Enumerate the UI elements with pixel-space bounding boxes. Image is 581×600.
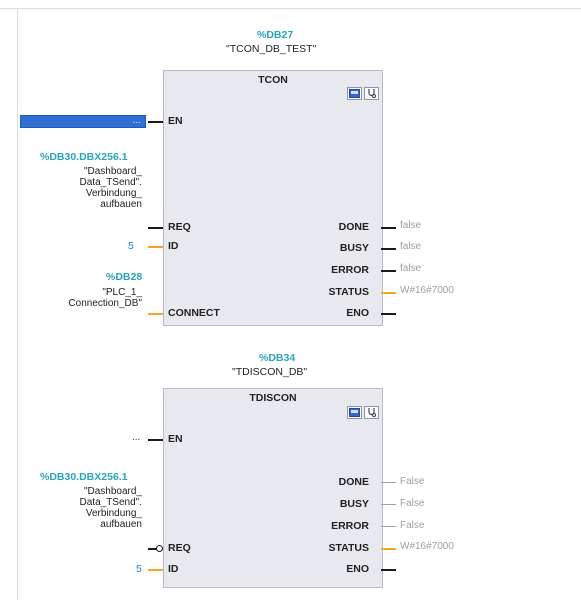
tcon-connect-label[interactable]: "PLC_1_ Connection_DB" (68, 287, 142, 309)
tdiscon-pin-busy: BUSY (339, 498, 369, 510)
tdiscon-done-value: False (400, 476, 425, 487)
tcon-pin-req: REQ (168, 221, 191, 233)
tcon-id-wire (148, 246, 163, 248)
configure-icon[interactable] (347, 87, 362, 100)
tcon-error-wire (381, 270, 396, 272)
tdiscon-pin-eno: ENO (346, 563, 369, 575)
tcon-block-icons (347, 87, 379, 100)
tcon-pin-busy: BUSY (339, 242, 369, 254)
tcon-pin-en: EN (168, 115, 183, 127)
tcon-block-title: TCON (258, 74, 288, 86)
tcon-pin-connect: CONNECT (168, 307, 220, 319)
negation-circle-icon (156, 545, 163, 552)
tcon-connect-wire (148, 313, 163, 315)
tcon-error-value: false (400, 263, 422, 274)
tcon-busy-wire (381, 248, 396, 250)
tcon-id-value[interactable]: 5 (128, 240, 134, 252)
tcon-pin-error: ERROR (331, 264, 369, 276)
tcon-db-name[interactable]: "TCON_DB_TEST" (226, 43, 317, 55)
tcon-status-value: W#16#7000 (400, 285, 454, 296)
tcon-pin-eno: ENO (346, 307, 369, 319)
tdiscon-status-value: W#16#7000 (400, 541, 454, 552)
tdiscon-block[interactable]: TDISCON (163, 388, 383, 588)
tcon-done-value: false (400, 220, 422, 231)
tdiscon-error-value: False (400, 520, 425, 531)
tdiscon-db-ref[interactable]: %DB34 (259, 352, 296, 364)
diagnostics-icon[interactable] (364, 406, 379, 419)
diagnostics-icon[interactable] (364, 87, 379, 100)
tdiscon-en-value[interactable]: ... (132, 432, 141, 443)
tdiscon-error-wire (381, 526, 396, 527)
tdiscon-block-title: TDISCON (249, 392, 297, 404)
tcon-en-wire (148, 121, 163, 123)
tdiscon-block-icons (347, 406, 379, 419)
tdiscon-id-wire (148, 569, 163, 571)
tdiscon-pin-id: ID (168, 563, 179, 575)
tcon-pin-status: STATUS (328, 286, 369, 298)
tcon-status-wire (381, 292, 396, 294)
tdiscon-req-ref[interactable]: %DB30.DBX256.1 (40, 471, 128, 483)
tdiscon-id-value[interactable]: 5 (136, 563, 142, 575)
tcon-busy-value: false (400, 241, 422, 252)
tdiscon-pin-error: ERROR (331, 520, 369, 532)
tdiscon-busy-value: False (400, 498, 425, 509)
tdiscon-db-name[interactable]: "TDISCON_DB" (232, 366, 308, 378)
tcon-block[interactable]: TCON (163, 70, 383, 326)
tcon-pin-done: DONE (338, 221, 369, 233)
tdiscon-req-label[interactable]: "Dashboard_ Data_TSend". Verbindung_ auf… (79, 486, 142, 530)
tdiscon-busy-wire (381, 504, 396, 505)
tdiscon-pin-status: STATUS (328, 542, 369, 554)
tdiscon-done-wire (381, 482, 396, 483)
tcon-en-input[interactable]: ... (20, 115, 146, 128)
tcon-req-label[interactable]: "Dashboard_ Data_TSend". Verbindung_ auf… (79, 166, 142, 210)
tdiscon-status-wire (381, 548, 396, 550)
tcon-pin-id: ID (168, 240, 179, 252)
network-left-rail (17, 8, 18, 600)
tdiscon-req-wire (148, 548, 158, 550)
network-top-border (0, 8, 581, 9)
tdiscon-en-wire (148, 439, 163, 441)
tcon-eno-wire (381, 313, 396, 315)
tdiscon-pin-done: DONE (338, 476, 369, 488)
tcon-db-ref[interactable]: %DB27 (257, 29, 294, 41)
tcon-done-wire (381, 227, 396, 229)
tdiscon-eno-wire (381, 569, 396, 571)
tcon-req-wire (148, 227, 163, 229)
configure-icon[interactable] (347, 406, 362, 419)
tcon-req-ref[interactable]: %DB30.DBX256.1 (40, 151, 128, 163)
tdiscon-pin-req: REQ (168, 542, 191, 554)
tcon-connect-ref[interactable]: %DB28 (106, 271, 143, 283)
tdiscon-pin-en: EN (168, 433, 183, 445)
